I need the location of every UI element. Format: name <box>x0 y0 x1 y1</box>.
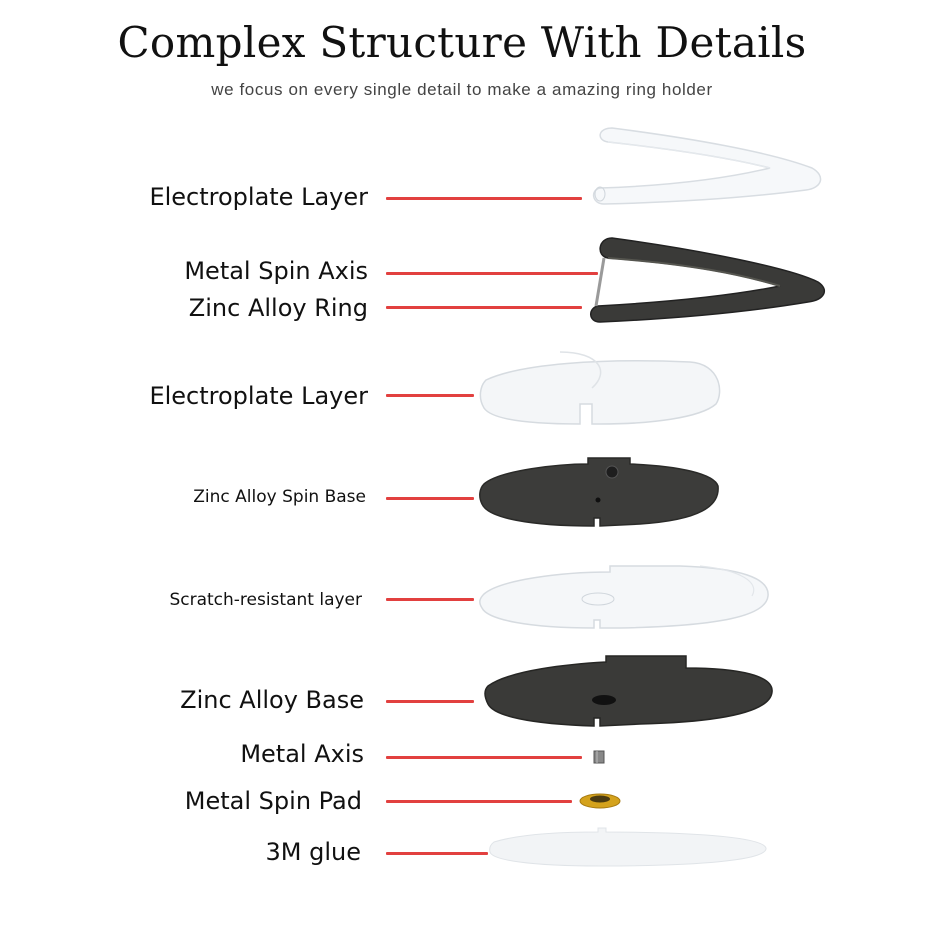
electroplate-ring-layer-illustration <box>592 127 822 205</box>
zinc-alloy-ring-illustration <box>590 237 826 323</box>
metal-spin-pad-illustration <box>579 793 621 809</box>
pointer-line-zinc-alloy-base <box>386 700 474 703</box>
zinc-alloy-base-illustration <box>484 655 773 727</box>
label-3m-glue: 3M glue <box>265 838 361 866</box>
pointer-line-zinc-alloy-ring <box>386 306 582 309</box>
label-zinc-alloy-ring: Zinc Alloy Ring <box>188 294 368 322</box>
pointer-line-scratch-resistant-layer <box>386 598 474 601</box>
label-metal-axis: Metal Axis <box>240 740 364 768</box>
scratch-resistant-layer-illustration <box>479 565 769 629</box>
label-electroplate-layer-top: Electroplate Layer <box>149 183 368 211</box>
label-metal-spin-pad: Metal Spin Pad <box>184 787 362 815</box>
label-zinc-alloy-base: Zinc Alloy Base <box>180 686 364 714</box>
metal-spin-axis-pin <box>594 257 606 307</box>
pointer-line-metal-spin-pad <box>386 800 572 803</box>
electroplate-disc-layer-illustration <box>479 351 721 425</box>
zinc-alloy-spin-base-illustration <box>479 457 719 527</box>
label-electroplate-layer-middle: Electroplate Layer <box>149 382 368 410</box>
3m-glue-illustration <box>489 827 767 867</box>
page-title: Complex Structure With Details <box>117 18 807 67</box>
pointer-line-metal-spin-axis <box>386 272 598 275</box>
pointer-line-electroplate-layer-top <box>386 197 582 200</box>
page-subtitle: we focus on every single detail to make … <box>211 80 713 99</box>
label-zinc-alloy-spin-base: Zinc Alloy Spin Base <box>193 487 366 507</box>
pointer-line-3m-glue <box>386 852 488 855</box>
pointer-line-metal-axis <box>386 756 582 759</box>
pointer-line-electroplate-layer-middle <box>386 394 474 397</box>
metal-axis-illustration <box>593 750 605 764</box>
label-scratch-resistant-layer: Scratch-resistant layer <box>169 590 362 610</box>
pointer-line-zinc-alloy-spin-base <box>386 497 474 500</box>
label-metal-spin-axis: Metal Spin Axis <box>184 257 368 285</box>
